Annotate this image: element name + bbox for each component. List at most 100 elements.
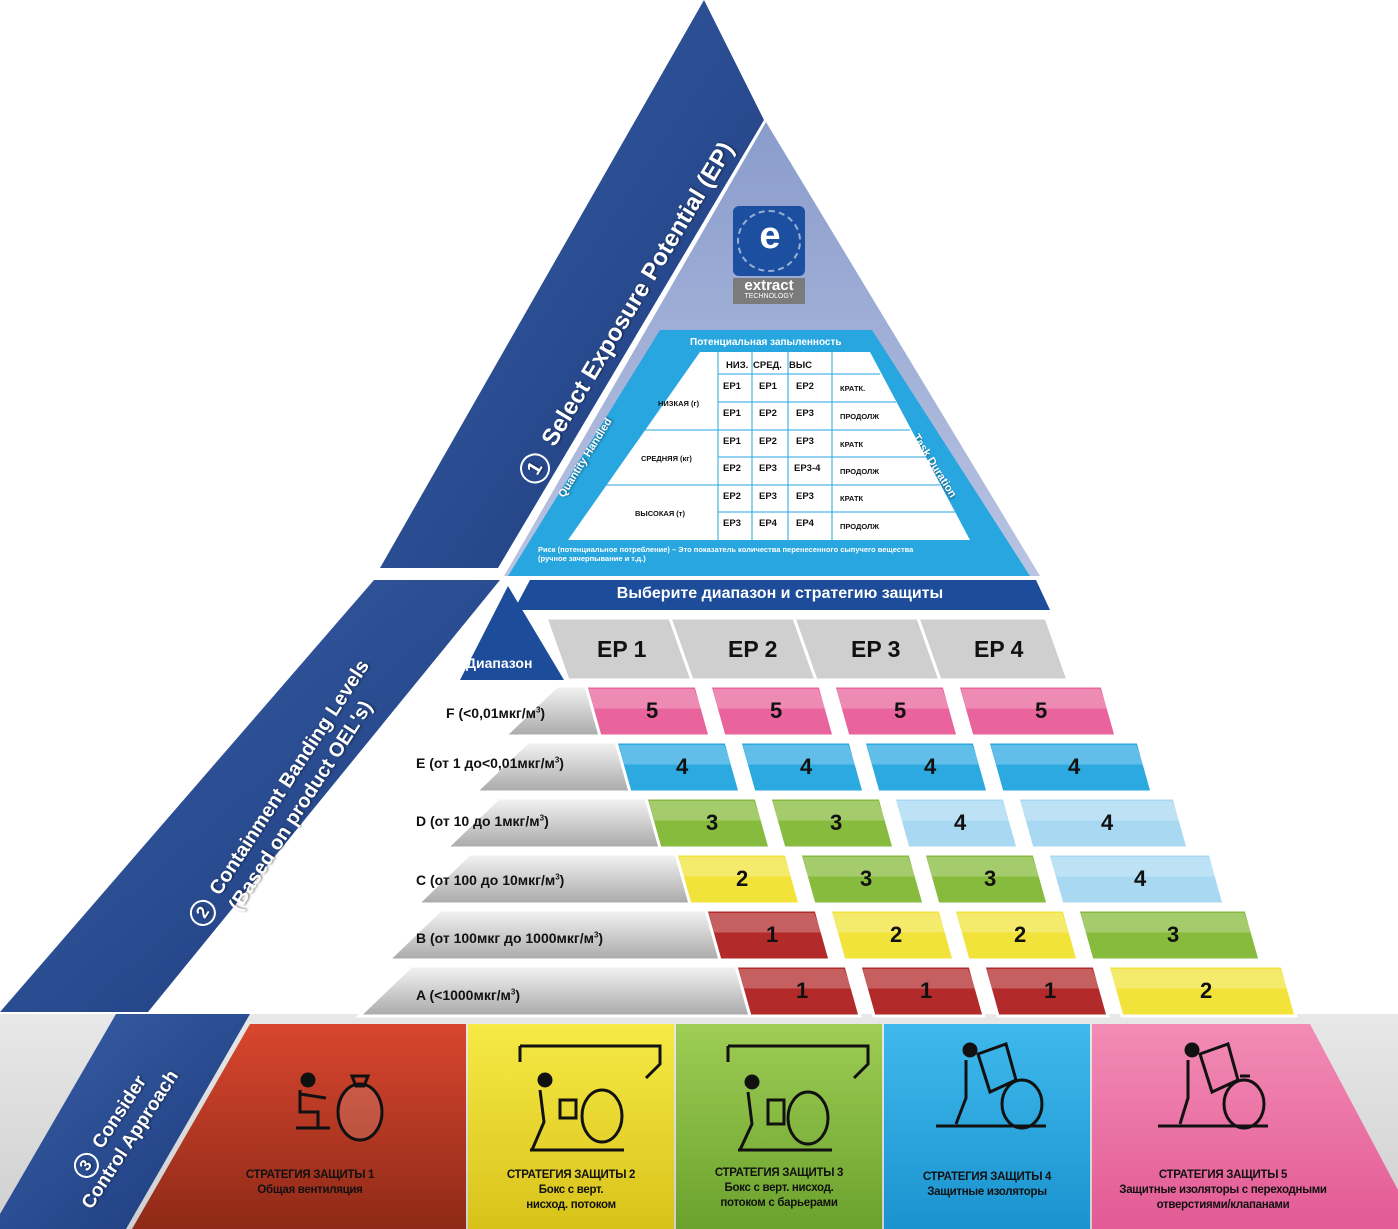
band-cell-value: 2 bbox=[1200, 978, 1213, 1003]
band-cell bbox=[674, 852, 802, 906]
band-cell bbox=[952, 908, 1080, 962]
band-cell-value: 2 bbox=[1014, 922, 1027, 947]
ep-cell: EP1 bbox=[759, 381, 777, 392]
step1-side-band bbox=[380, 0, 764, 568]
band-cell-highlight bbox=[991, 745, 1144, 765]
band-cell-value: 2 bbox=[736, 866, 749, 891]
band-sup: 3 bbox=[539, 813, 545, 823]
ep-col-header: СРЕД. bbox=[753, 360, 782, 371]
ep-header-3: EP 3 bbox=[851, 636, 901, 662]
logo-wordmark: extract TECHNOLOGY bbox=[733, 278, 805, 304]
ep-note-line2: (ручное зачерпывание и т.д.) bbox=[538, 554, 646, 563]
band-cell-value: 3 bbox=[830, 810, 843, 835]
band-cell-highlight bbox=[739, 969, 852, 989]
band-cell-value: 4 bbox=[1134, 866, 1147, 891]
strategy-title: СТРАТЕГИЯ ЗАЩИТЫ 4 bbox=[922, 1171, 1052, 1183]
strategy-2: СТРАТЕГИЯ ЗАЩИТЫ 2 Бокс с верт. нисход. … bbox=[474, 1168, 668, 1213]
ep-header-2: EP 2 bbox=[728, 636, 778, 662]
ep-cell: EP3 bbox=[759, 491, 777, 502]
logo-arrows-icon bbox=[737, 210, 801, 272]
band-cell-highlight bbox=[957, 913, 1070, 933]
ep-row-quantity: НИЗКАЯ (г) bbox=[658, 399, 700, 408]
ep-duration: КРАТК bbox=[840, 440, 864, 449]
band-cell-highlight bbox=[867, 745, 980, 765]
band-cell bbox=[644, 796, 772, 850]
band-cell bbox=[708, 684, 836, 738]
select-header-bar bbox=[514, 580, 1050, 610]
band-cell-highlight bbox=[743, 745, 856, 765]
band-label-E: E (от 1 до<0,01мкг/м3) bbox=[416, 755, 564, 771]
isolator-rtp-icon bbox=[1158, 1042, 1268, 1130]
band-cell bbox=[858, 964, 986, 1018]
band-cell bbox=[1106, 964, 1298, 1018]
band-cell bbox=[982, 964, 1110, 1018]
ep-duration: КРАТК bbox=[840, 494, 864, 503]
band-cell bbox=[584, 684, 712, 738]
band-cell bbox=[1076, 908, 1262, 962]
band-cell bbox=[956, 684, 1118, 738]
band-cell-value: 5 bbox=[770, 698, 783, 723]
band-label-C: C (от 100 до 10мкг/м3) bbox=[416, 872, 564, 888]
strategy-line: Общая вентиляция bbox=[257, 1184, 363, 1196]
band-cell-value: 5 bbox=[646, 698, 659, 723]
ep-header-cell bbox=[915, 616, 1071, 682]
band-cell bbox=[614, 740, 742, 794]
band-cell bbox=[768, 796, 896, 850]
band-cell bbox=[738, 740, 866, 794]
band-sup: 3 bbox=[535, 705, 541, 715]
band-cell-value: 4 bbox=[954, 810, 967, 835]
strategy-title: СТРАТЕГИЯ ЗАЩИТЫ 5 bbox=[1158, 1169, 1288, 1181]
band-end: ) bbox=[598, 930, 604, 946]
downflow-booth-barrier-icon bbox=[726, 1044, 870, 1152]
band-cell-highlight bbox=[619, 745, 732, 765]
strategy-title: СТРАТЕГИЯ ЗАЩИТЫ 1 bbox=[245, 1169, 375, 1181]
ep-cell: EP1 bbox=[723, 436, 741, 447]
ep-header-1: EP 1 bbox=[597, 636, 647, 662]
ep-cell: EP3 bbox=[796, 408, 814, 419]
ep-table-body bbox=[568, 352, 970, 540]
ep-cell: EP1 bbox=[723, 381, 741, 392]
band-cell bbox=[862, 740, 990, 794]
band-cell-value: 3 bbox=[984, 866, 997, 891]
range-header: Диапазон bbox=[466, 655, 533, 671]
ep-cell: EP2 bbox=[759, 436, 777, 447]
band-label-F: F (<0,01мкг/м3) bbox=[446, 705, 545, 721]
band-end: ) bbox=[515, 987, 521, 1003]
band-cell-value: 1 bbox=[920, 978, 933, 1003]
step2-side-band bbox=[0, 580, 500, 1012]
band-cell-value: 5 bbox=[894, 698, 907, 723]
band-cell-highlight bbox=[713, 689, 826, 709]
ep-table-title: Потенциальная запыленность bbox=[690, 337, 842, 348]
band-label-B: B (от 100мкг до 1000мкг/м3) bbox=[416, 930, 603, 946]
strategy-line: потоком с барьерами bbox=[720, 1197, 838, 1209]
band-cell-highlight bbox=[833, 913, 946, 933]
strategy-line: Бокс с верт. нисход. bbox=[724, 1182, 834, 1194]
strategy-panel-2 bbox=[468, 1024, 674, 1229]
band-cell-highlight bbox=[709, 913, 822, 933]
ep-duration: ПРОДОЛЖ bbox=[840, 522, 880, 531]
band-cell-value: 3 bbox=[1167, 922, 1180, 947]
strategy-3: СТРАТЕГИЯ ЗАЩИТЫ 3 Бокс с верт. нисход. … bbox=[680, 1166, 878, 1211]
band-cell-value: 3 bbox=[706, 810, 719, 835]
band-cell-value: 4 bbox=[924, 754, 937, 779]
band-cell-highlight bbox=[773, 801, 886, 821]
band-cell bbox=[798, 852, 926, 906]
band-cell-highlight bbox=[1051, 857, 1216, 877]
band-cell-value: 1 bbox=[1044, 978, 1057, 1003]
band-cell-value: 4 bbox=[1101, 810, 1114, 835]
logo-sub: TECHNOLOGY bbox=[744, 293, 794, 300]
band-cell-value: 4 bbox=[676, 754, 689, 779]
ep-cell: EP3-4 bbox=[794, 463, 821, 474]
band-cell-highlight bbox=[897, 801, 1010, 821]
band-cell-highlight bbox=[589, 689, 702, 709]
band-cell-highlight bbox=[987, 969, 1100, 989]
band-cell bbox=[704, 908, 832, 962]
band-cell bbox=[1016, 796, 1190, 850]
band-end: ) bbox=[559, 755, 564, 771]
band-label-text: A (<1000мкг/м bbox=[416, 987, 511, 1003]
band-label-text: B (от 100мкг до 1000мкг/м bbox=[416, 930, 594, 946]
band-label-text: D (от 10 до 1мкг/м bbox=[416, 813, 540, 829]
ep-cell: EP4 bbox=[759, 518, 777, 529]
